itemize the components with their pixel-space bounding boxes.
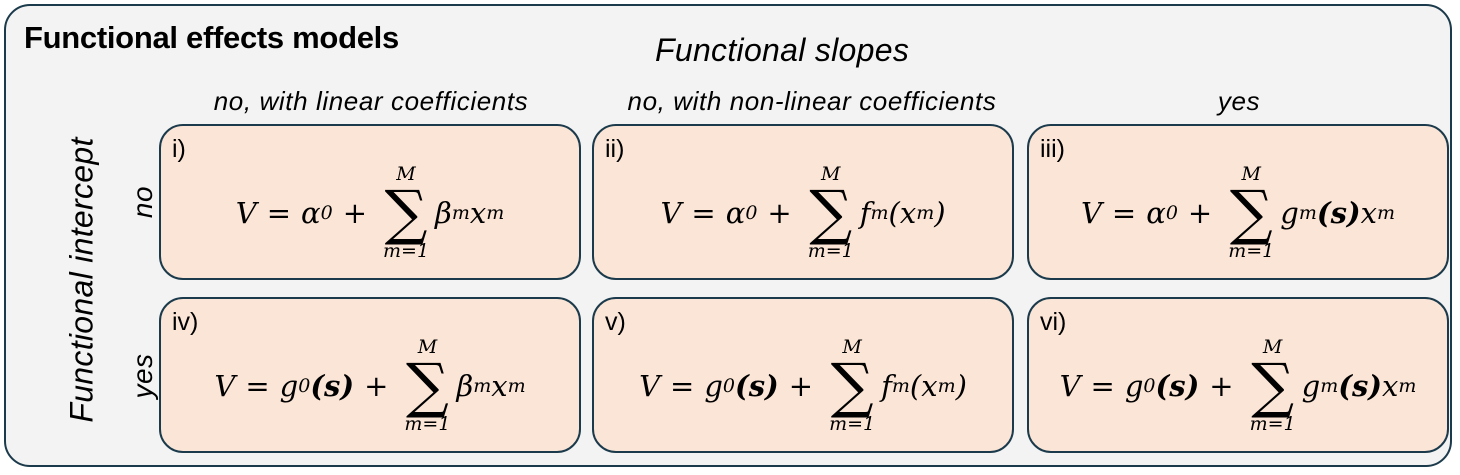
- eq-func-arg: (s): [1338, 369, 1383, 403]
- eq-equals: =: [1090, 369, 1115, 403]
- eq-intercept: α: [1146, 196, 1166, 230]
- eq-lhs: V: [1080, 196, 1102, 230]
- slopes-header: Functional slopes: [655, 32, 910, 68]
- column-header-yes: yes: [1217, 86, 1261, 116]
- cell-label: v): [605, 308, 626, 336]
- cell-label: ii): [605, 135, 625, 163]
- eq-equals: =: [1111, 196, 1137, 230]
- sum-symbol: ∑: [384, 178, 428, 248]
- row-header-yes: yes: [127, 353, 158, 399]
- sum-lower: m=1: [1249, 413, 1296, 435]
- eq-func: f: [881, 369, 892, 403]
- sum-lower: m=1: [1228, 240, 1275, 262]
- eq-var: (x: [888, 196, 917, 230]
- eq-sum: M ∑ m=1: [808, 165, 854, 261]
- eq-sum: M ∑ m=1: [383, 165, 429, 261]
- sum-symbol: ∑: [809, 178, 853, 248]
- eq-plus: +: [364, 369, 389, 403]
- eq-close-paren: ): [955, 369, 967, 403]
- sum-upper: M: [1241, 163, 1261, 185]
- sum-lower: m=1: [404, 413, 451, 435]
- eq-var: x: [1382, 369, 1399, 403]
- eq-lhs: V: [214, 369, 236, 403]
- eq-lhs: V: [235, 196, 257, 230]
- row-header-no: no: [127, 185, 158, 219]
- sum-symbol: ∑: [830, 351, 874, 421]
- eq-sum: M ∑ m=1: [404, 338, 450, 434]
- sum-lower: m=1: [807, 240, 854, 262]
- eq-plus: +: [767, 196, 792, 230]
- eq-intercept-arg: (s): [1155, 369, 1200, 403]
- intercept-header: Functional intercept: [63, 137, 100, 423]
- cell-label: i): [172, 135, 186, 163]
- eq-var: x: [1360, 196, 1377, 230]
- column-header-linear: no, with linear coefficients: [213, 86, 529, 116]
- eq-sum: M ∑ m=1: [1228, 165, 1274, 261]
- sum-symbol: ∑: [406, 351, 449, 421]
- eq-intercept: α: [725, 196, 746, 230]
- eq-intercept: g: [279, 369, 299, 403]
- eq-lhs: V: [639, 369, 661, 403]
- eq-func: f: [859, 196, 871, 230]
- eq-intercept: g: [704, 369, 723, 403]
- eq-intercept: g: [1124, 369, 1144, 403]
- sum-symbol: ∑: [1229, 178, 1273, 248]
- eq-plus: +: [342, 196, 368, 230]
- eq-equals: =: [245, 369, 270, 403]
- eq-coef: β: [435, 196, 452, 230]
- cell-label: vi): [1040, 308, 1067, 336]
- eq-coef: β: [456, 369, 474, 403]
- column-header-nonlinear: no, with non-linear coefficients: [627, 86, 997, 116]
- eq-plus: +: [788, 369, 814, 403]
- eq-func-arg: (s): [1316, 196, 1361, 230]
- eq-intercept-arg: (s): [310, 369, 355, 403]
- diagram-title: Functional effects models: [24, 20, 399, 55]
- cell-label: iii): [1040, 135, 1065, 163]
- eq-func: g: [1280, 196, 1299, 230]
- eq-func: g: [1301, 369, 1321, 403]
- eq-var: (x: [909, 369, 938, 403]
- sum-lower: m=1: [829, 413, 876, 435]
- eq-equals: =: [266, 196, 292, 230]
- eq-intercept-arg: (s): [735, 369, 779, 403]
- eq-plus: +: [1187, 196, 1213, 230]
- sum-upper: M: [396, 163, 416, 185]
- eq-lhs: V: [1059, 369, 1081, 403]
- eq-var: x: [469, 196, 487, 230]
- sum-upper: M: [842, 336, 862, 358]
- eq-equals: =: [691, 196, 716, 230]
- eq-intercept: α: [301, 196, 321, 230]
- eq-equals: =: [670, 369, 695, 403]
- sum-upper: M: [417, 336, 438, 358]
- eq-sum: M ∑ m=1: [1250, 338, 1296, 434]
- eq-close-paren: ): [934, 196, 946, 230]
- eq-plus: +: [1209, 369, 1234, 403]
- sum-upper: M: [821, 163, 841, 185]
- sum-upper: M: [1262, 336, 1283, 358]
- eq-sum: M ∑ m=1: [829, 338, 875, 434]
- sum-lower: m=1: [383, 240, 430, 262]
- eq-var: x: [491, 369, 508, 403]
- eq-lhs: V: [660, 196, 682, 230]
- cell-label: iv): [172, 308, 199, 336]
- sum-symbol: ∑: [1251, 351, 1295, 421]
